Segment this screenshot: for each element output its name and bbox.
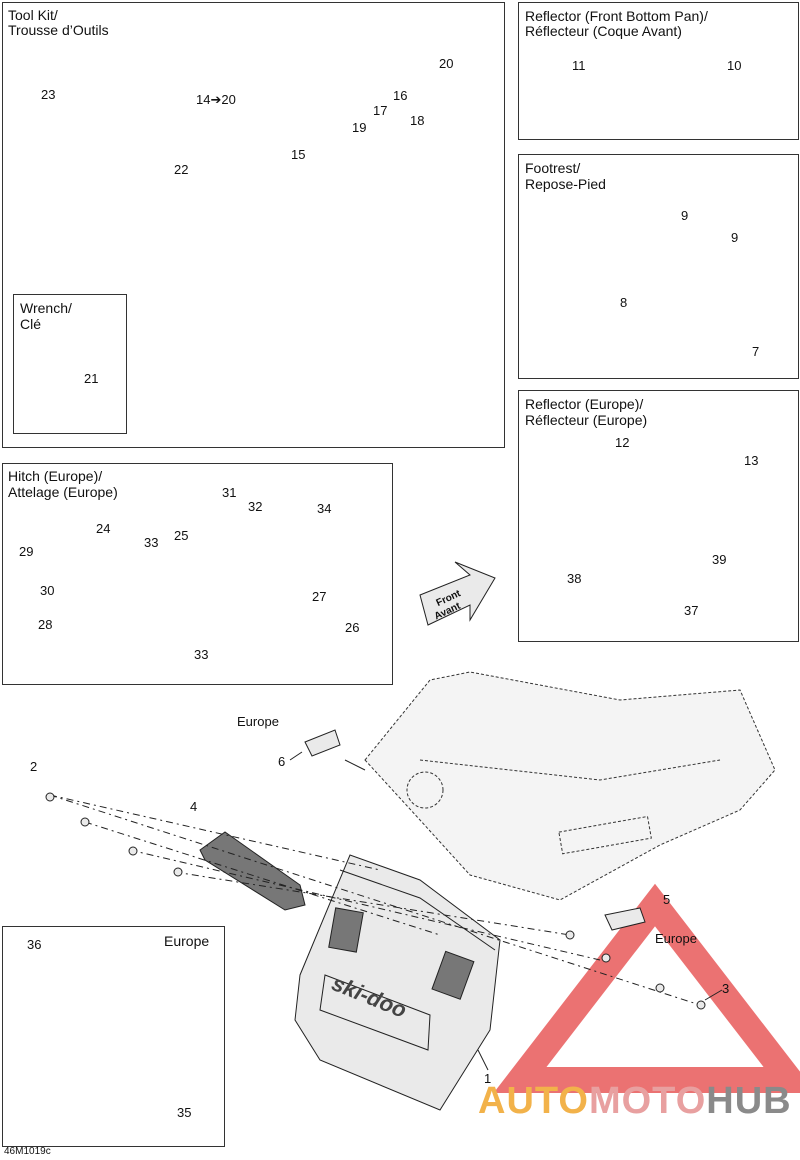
hitch-title-line2: Attelage (Europe) [8, 484, 118, 500]
callout-22: 22 [174, 162, 189, 177]
footrest-title-line2: Repose-Pied [525, 176, 606, 192]
tool-kit-title-line2: Trousse d’Outils [8, 22, 109, 38]
callout-12: 12 [615, 435, 630, 450]
reflector-front-title-line1: Reflector (Front Bottom Pan)/ [525, 8, 708, 24]
watermark-logo [493, 883, 800, 1093]
callout-16: 16 [393, 88, 408, 103]
reflector-europe-panel [518, 390, 799, 642]
callout-38: 38 [567, 571, 582, 586]
footrest-title-line1: Footrest/ [525, 160, 581, 176]
watermark-part-moto: MOTO [588, 1080, 707, 1122]
hitch-title-line1: Hitch (Europe)/ [8, 468, 103, 484]
callout-34: 34 [317, 501, 332, 516]
callout-23: 23 [41, 87, 56, 102]
wrench-title-line2: Clé [20, 316, 42, 332]
callout-31: 31 [222, 485, 237, 500]
europe-inset-panel [2, 926, 225, 1147]
footrest-panel [518, 154, 799, 379]
callout-19: 19 [352, 120, 367, 135]
callout-24: 24 [96, 521, 111, 536]
callout-10: 10 [727, 58, 742, 73]
front-direction-arrow [419, 561, 496, 626]
callout-18: 18 [410, 113, 425, 128]
callout-33-bottom: 33 [194, 647, 209, 662]
figure-code: 46M1019c [4, 1146, 51, 1157]
callout-17: 17 [373, 103, 388, 118]
hitch-panel [2, 463, 393, 685]
callout-37: 37 [684, 603, 699, 618]
watermark-text: AUTOMOTOHUB [478, 1080, 792, 1123]
callout-8: 8 [620, 295, 628, 310]
reflector-front-title-line2: Réflecteur (Coque Avant) [525, 23, 682, 39]
europe-inset-title: Europe [164, 933, 210, 949]
reflector-europe-title-line1: Reflector (Europe)/ [525, 396, 644, 412]
wrench-title-line1: Wrench/ [20, 300, 72, 316]
reflector-front-panel [518, 2, 799, 140]
callout-6: 6 [278, 754, 286, 769]
callout-11: 11 [572, 58, 586, 73]
callout-25: 25 [174, 528, 189, 543]
callout-5: 5 [663, 892, 671, 907]
main-assembly-art [45, 671, 776, 1111]
callout-15: 15 [291, 147, 306, 162]
reflector-europe-title-line2: Réflecteur (Europe) [525, 412, 648, 428]
callout-13: 13 [744, 453, 759, 468]
callout-9-right: 9 [731, 230, 739, 245]
callout-32: 32 [248, 499, 263, 514]
callout-2: 2 [30, 759, 38, 774]
callout-26: 26 [345, 620, 360, 635]
europe-label-top: Europe [237, 714, 279, 729]
callout-35: 35 [177, 1105, 192, 1120]
tool-kit-title-line1: Tool Kit/ [8, 7, 58, 23]
callout-3: 3 [722, 981, 730, 996]
callout-27: 27 [312, 589, 327, 604]
wrench-panel [13, 294, 127, 434]
callout-29: 29 [19, 544, 34, 559]
watermark-part-auto: AUTO [478, 1080, 589, 1122]
callout-33-top: 33 [144, 535, 159, 550]
watermark-part-hub: HUB [706, 1080, 792, 1122]
europe-label-side: Europe [655, 931, 697, 946]
callout-7: 7 [752, 344, 760, 359]
callout-20: 20 [439, 56, 454, 71]
callout-14-20: 14➔20 [196, 92, 236, 107]
callout-36: 36 [27, 937, 42, 952]
callout-28: 28 [38, 617, 53, 632]
callout-21: 21 [84, 371, 99, 386]
callout-30: 30 [40, 583, 55, 598]
callout-4: 4 [190, 799, 198, 814]
callout-9-top: 9 [681, 208, 689, 223]
callout-39: 39 [712, 552, 727, 567]
callout-1: 1 [484, 1071, 492, 1086]
